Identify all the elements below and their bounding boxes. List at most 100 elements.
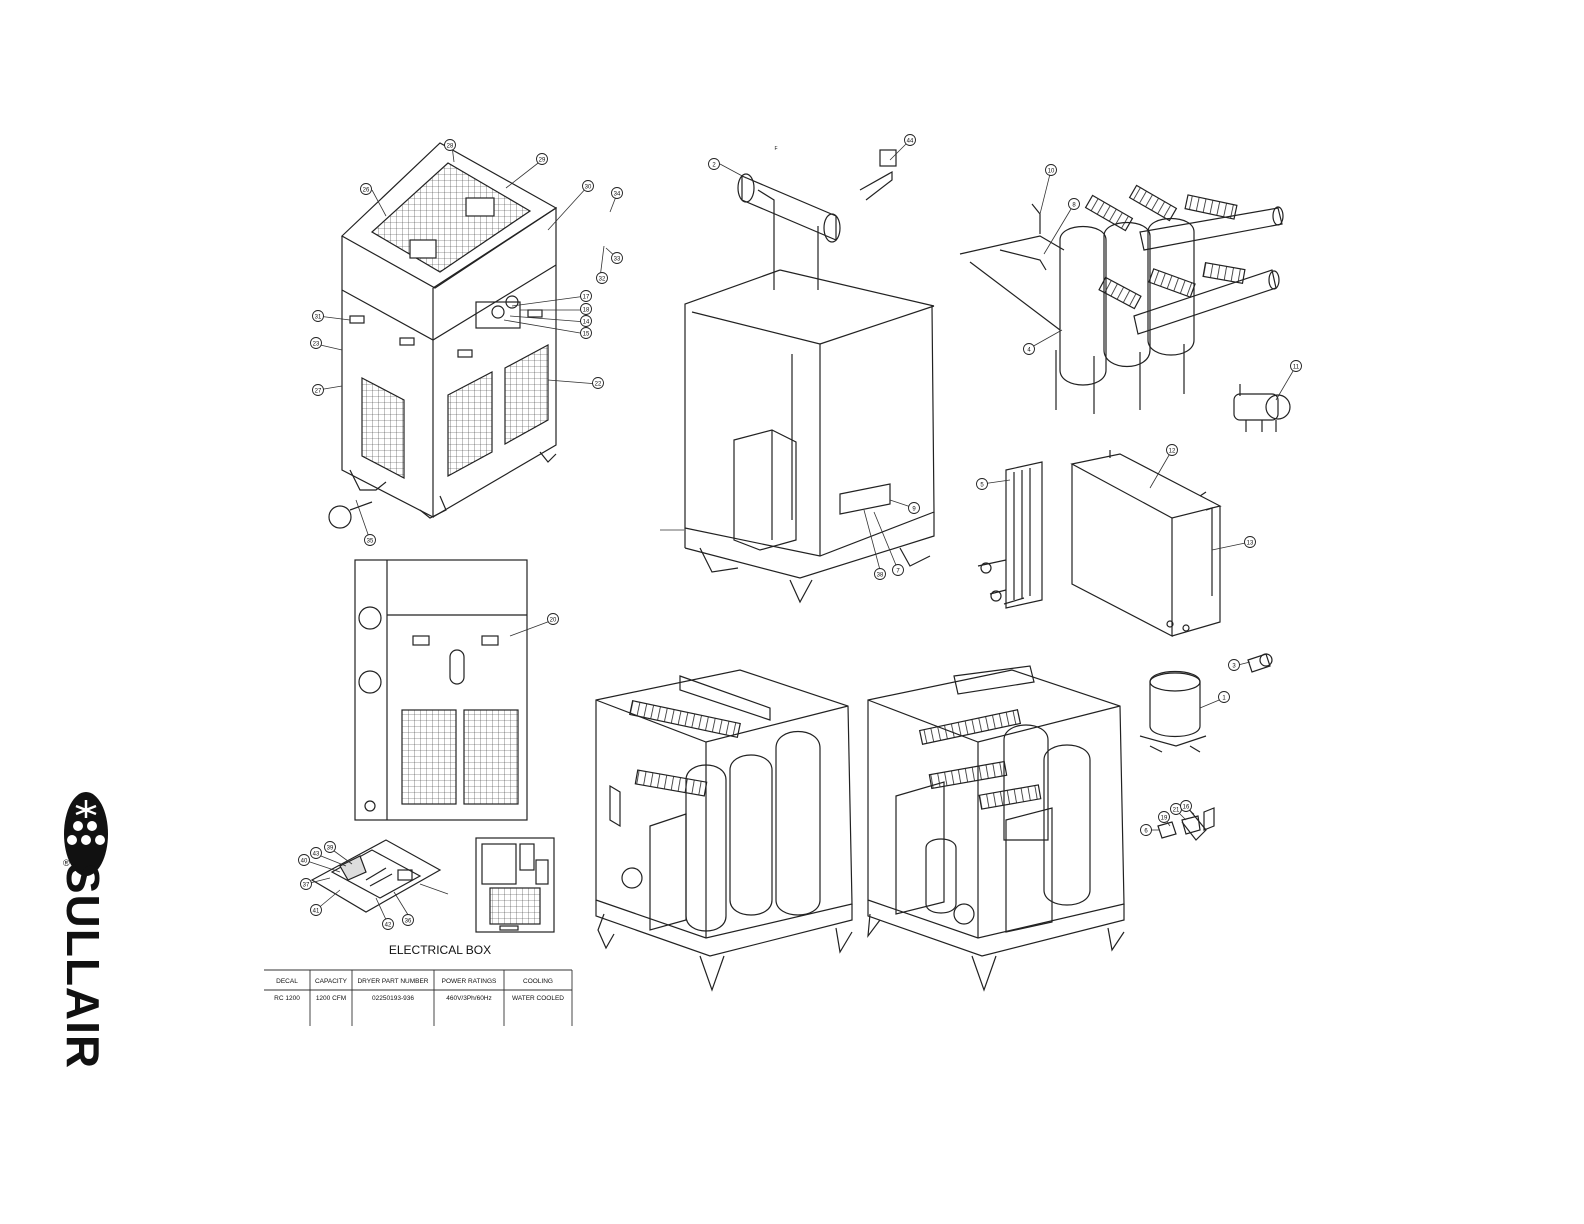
spec-header-cooling: COOLING [523, 978, 553, 985]
callout-29: 29 [537, 154, 548, 165]
callout-number: 18 [583, 307, 590, 313]
spec-header-decal: DECAL [276, 978, 298, 985]
pipe-marker-label: F [774, 146, 777, 152]
callout-number: 36 [405, 918, 412, 924]
callout-number: 13 [1247, 540, 1254, 546]
callout-22: 22 [593, 378, 604, 389]
callout-number: 38 [877, 572, 884, 578]
callout-40: 40 [299, 855, 310, 866]
callout-35: 35 [365, 535, 376, 546]
compressor-unit [1140, 672, 1206, 753]
spec-header-part-number: DRYER PART NUMBER [357, 978, 428, 985]
callout-10: 10 [1046, 165, 1057, 176]
callout-number: 28 [447, 143, 454, 149]
dryer-front-panel-view [355, 560, 527, 820]
callout-31: 31 [313, 311, 324, 322]
callout-number: 11 [1293, 364, 1300, 370]
callout-2: 2 [709, 159, 720, 170]
callout-42: 42 [383, 919, 394, 930]
callout-4: 4 [1024, 344, 1035, 355]
electrical-box-panel-layout [476, 838, 554, 932]
spec-cell-decal: RC 1200 [274, 995, 300, 1002]
callout-32: 32 [597, 273, 608, 284]
callout-number: 41 [313, 908, 320, 914]
callout-30: 30 [583, 181, 594, 192]
callout-12: 12 [1167, 445, 1178, 456]
callout-13: 13 [1245, 537, 1256, 548]
spec-cell-part-number: 02250193-936 [372, 995, 414, 1002]
callout-23: 23 [311, 338, 322, 349]
callout-44: 44 [905, 135, 916, 146]
callout-7: 7 [893, 565, 904, 576]
callout-number: 31 [315, 314, 322, 320]
callout-19: 19 [1159, 812, 1170, 823]
callout-number: 17 [583, 294, 590, 300]
callout-number: 37 [303, 882, 310, 888]
callout-number: 20 [550, 617, 557, 623]
callout-8: 8 [1069, 199, 1080, 210]
callout-number: 29 [539, 157, 546, 163]
callout-41: 41 [311, 905, 322, 916]
spec-cell-capacity: 1200 CFM [316, 995, 346, 1002]
callout-number: 33 [614, 256, 621, 262]
spec-cell-cooling: WATER COOLED [512, 995, 564, 1002]
callout-number: 35 [367, 538, 374, 544]
callout-number: 14 [583, 319, 590, 325]
callout-number: 40 [301, 858, 308, 864]
callout-number: 22 [595, 381, 602, 387]
callout-number: 15 [583, 331, 590, 337]
callout-number: 43 [313, 851, 320, 857]
callout-18: 18 [581, 304, 592, 315]
callout-9: 9 [909, 503, 920, 514]
callout-5: 5 [977, 479, 988, 490]
callout-34: 34 [612, 188, 623, 199]
dryer-cabinet-exterior [329, 143, 556, 528]
callout-16: 16 [1181, 801, 1192, 812]
callout-number: 44 [907, 138, 914, 144]
callout-number: 10 [1048, 168, 1055, 174]
callout-38: 38 [875, 569, 886, 580]
callout-number: 32 [599, 276, 606, 282]
callout-number: 16 [1183, 804, 1190, 810]
spec-header-power: POWER RATINGS [442, 978, 497, 985]
spec-cell-power: 460V/3Ph/60Hz [446, 995, 492, 1002]
electrical-box-title: ELECTRICAL BOX [389, 943, 491, 957]
callout-36: 36 [403, 915, 414, 926]
callout-number: 19 [1161, 815, 1168, 821]
callout-number: 27 [315, 388, 322, 394]
callout-6: 6 [1141, 825, 1152, 836]
spec-header-capacity: CAPACITY [315, 978, 348, 985]
callout-number: 42 [385, 922, 392, 928]
callout-number: 26 [363, 187, 370, 193]
callout-28: 28 [445, 140, 456, 151]
reservoir-tank [1072, 450, 1220, 636]
registered-mark-icon: ® [63, 858, 70, 868]
assembled-unit-left-view [596, 670, 852, 990]
callout-number: 21 [1173, 807, 1180, 813]
callout-39: 39 [325, 842, 336, 853]
callout-11: 11 [1291, 361, 1302, 372]
sullair-brand-name: SULLAIR [56, 863, 110, 1069]
callout-43: 43 [311, 848, 322, 859]
callout-20: 20 [548, 614, 559, 625]
callout-26: 26 [361, 184, 372, 195]
callout-1: 1 [1219, 692, 1230, 703]
callout-number: 12 [1169, 448, 1176, 454]
callout-15: 15 [581, 328, 592, 339]
callout-number: 23 [313, 341, 320, 347]
callout-33: 33 [612, 253, 623, 264]
assembled-unit-right-view [868, 666, 1124, 990]
open-frame-assembly [685, 150, 934, 602]
callout-3: 3 [1229, 660, 1240, 671]
vessel-piping-assembly [960, 185, 1283, 414]
callout-number: 34 [614, 191, 621, 197]
callout-37: 37 [301, 879, 312, 890]
callout-number: 30 [585, 184, 592, 190]
callout-17: 17 [581, 291, 592, 302]
callout-21: 21 [1171, 804, 1182, 815]
fitting-part [1248, 654, 1272, 672]
callout-number: 39 [327, 845, 334, 851]
callout-27: 27 [313, 385, 324, 396]
callout-14: 14 [581, 316, 592, 327]
